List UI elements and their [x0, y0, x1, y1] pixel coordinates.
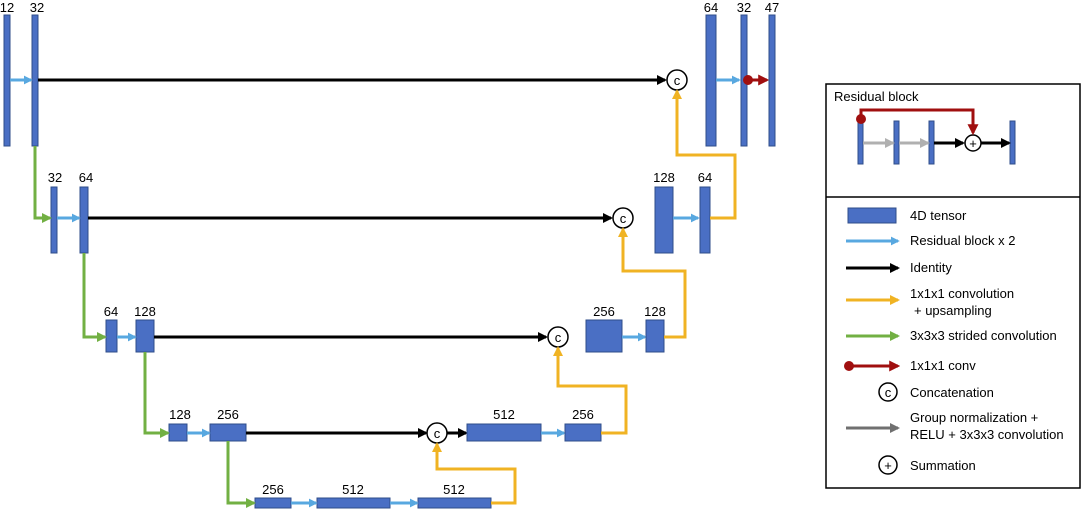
- legend-concat-symbol: c: [885, 385, 892, 400]
- label-dec1-concat: 64: [704, 0, 718, 15]
- tensor-enc2-out: [79, 186, 89, 254]
- tensor-final-output: [768, 14, 776, 147]
- legend-summation-icon: [878, 455, 898, 475]
- tensor-dec1-concat: [705, 14, 717, 147]
- legend-strided-label: 3x3x3 strided convolution: [910, 328, 1057, 343]
- label-bottleneck-b: 512: [342, 482, 364, 497]
- tensor-enc1-in: [3, 14, 11, 147]
- residual-block-title: Residual block: [834, 89, 919, 104]
- rb-tensor-3: [928, 120, 935, 165]
- legend-tensor-swatch: [847, 207, 897, 224]
- strided-arrow-1: [33, 146, 52, 223]
- label-enc4-in: 128: [169, 407, 191, 422]
- legend-residual-label: Residual block x 2: [910, 233, 1016, 248]
- conv1x1-dot-final: [743, 75, 753, 85]
- label-bottleneck-a: 256: [262, 482, 284, 497]
- rb-tensor-4: [1009, 120, 1016, 165]
- legend-tensor-label: 4D tensor: [910, 208, 967, 223]
- tensor-dec3-concat: [585, 319, 623, 353]
- concat-symbol-2: c: [620, 211, 627, 226]
- label-dec3-concat: 256: [593, 304, 615, 319]
- upsample-arrow-2: [618, 227, 687, 339]
- rb-conv1x1-dot: [856, 114, 866, 124]
- tensor-enc3-out: [135, 319, 155, 353]
- label-enc1-out: 32: [30, 0, 44, 15]
- upsample-arrow-3: [553, 346, 628, 435]
- tensor-enc1-out: [31, 14, 39, 147]
- tensor-dec2-concat: [654, 186, 674, 254]
- legend-conv1x1-label: 1x1x1 conv: [910, 358, 976, 373]
- tensor-dec3-up: [645, 319, 665, 353]
- tensor-dec4-concat: [466, 423, 542, 442]
- label-enc4-out: 256: [217, 407, 239, 422]
- upsample-arrow-4: [432, 442, 517, 505]
- legend-concat-label: Concatenation: [910, 385, 994, 400]
- label-dec2-up: 64: [698, 170, 712, 185]
- strided-arrow-3: [143, 352, 170, 438]
- tensor-enc4-out: [209, 423, 247, 442]
- tensor-bottleneck-b: [316, 497, 391, 509]
- label-enc2-out: 64: [79, 170, 93, 185]
- legend-identity-label: Identity: [910, 260, 952, 275]
- tensor-dec2-up: [699, 186, 711, 254]
- tensor-enc4-in: [168, 423, 188, 442]
- label-enc3-in: 64: [104, 304, 118, 319]
- label-enc3-out: 128: [134, 304, 156, 319]
- legend-groupnorm-label-1: Group normalization +: [910, 410, 1038, 425]
- label-dec1-out: 32: [737, 0, 751, 15]
- label-dec4-up: 256: [572, 407, 594, 422]
- rb-tensor-2: [893, 120, 900, 165]
- tensor-enc2-in: [50, 186, 58, 254]
- label-dec2-concat: 128: [653, 170, 675, 185]
- rb-tensor-1: [857, 120, 864, 165]
- legend-groupnorm-label-2: RELU + 3x3x3 convolution: [910, 427, 1064, 442]
- legend-summation-label: Summation: [910, 458, 976, 473]
- legend-upsample-label-1: 1x1x1 convolution: [910, 286, 1014, 301]
- label-dec4-concat: 512: [493, 407, 515, 422]
- legend-conv1x1-dot: [844, 361, 854, 371]
- legend-upsample-label-2: + upsampling: [914, 303, 992, 318]
- tensor-dec4-up: [564, 423, 602, 442]
- upsample-arrow-1: [672, 89, 737, 220]
- tensor-enc3-in: [105, 319, 118, 353]
- tensor-bottleneck-c: [417, 497, 492, 509]
- legend-panel: [825, 83, 1081, 489]
- rb-summation-symbol: +: [969, 136, 977, 151]
- tensor-bottleneck-a: [254, 497, 292, 509]
- label-enc1-in: 12: [0, 0, 14, 15]
- concat-symbol-1: c: [674, 73, 681, 88]
- label-bottleneck-c: 512: [443, 482, 465, 497]
- strided-arrow-4: [226, 441, 256, 508]
- concat-symbol-4: c: [434, 426, 441, 441]
- legend-summation-symbol: +: [884, 458, 892, 473]
- label-dec3-up: 128: [644, 304, 666, 319]
- label-enc2-in: 32: [48, 170, 62, 185]
- legend-concat-icon: [878, 382, 898, 402]
- label-final-output: 47: [765, 0, 779, 15]
- concat-symbol-3: c: [555, 330, 562, 345]
- strided-arrow-2: [82, 253, 107, 342]
